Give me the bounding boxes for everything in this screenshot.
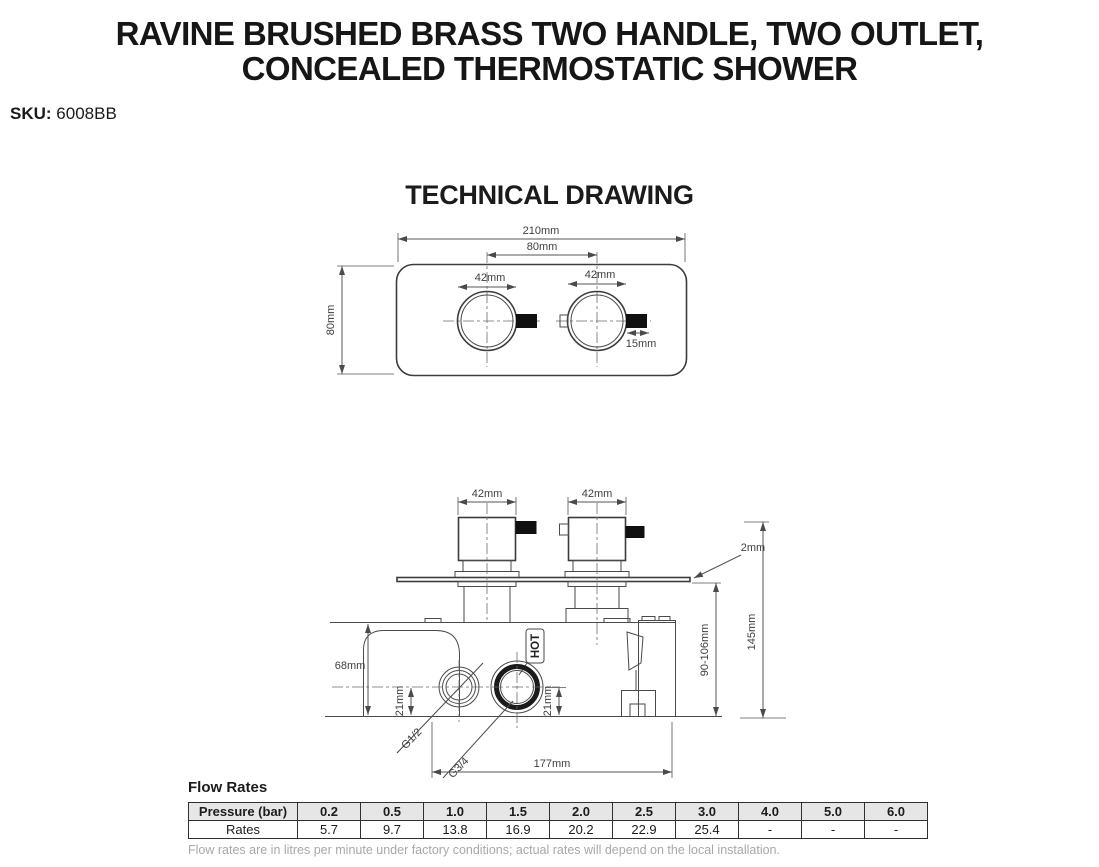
sku-line: SKU: 6008BB: [10, 104, 1099, 124]
table-row: Pressure (bar) 0.2 0.5 1.0 1.5 2.0 2.5 3…: [188, 802, 928, 821]
table-cell: 13.8: [423, 820, 487, 839]
table-header-cell: 5.0: [801, 802, 865, 821]
dim-body-width: 177mm: [534, 758, 571, 770]
side-view: HOT 42mm 42mm 2mm: [325, 488, 786, 781]
table-cell: -: [864, 820, 928, 839]
front-plate: [395, 263, 688, 377]
dim-inlet-offset: 21mm: [394, 686, 406, 717]
side-right-lever: [625, 526, 645, 538]
table-cell: 25.4: [675, 820, 739, 839]
dim-overall-width: 210mm: [523, 225, 560, 237]
dim-side-right-knob: 42mm: [582, 488, 613, 500]
dim-side-left-knob: 42mm: [472, 488, 503, 500]
flow-rates-heading: Flow Rates: [188, 779, 268, 796]
dim-left-handle-dia: 42mm: [475, 272, 506, 284]
mount-tab: [641, 616, 656, 621]
flow-rates-table: Pressure (bar) 0.2 0.5 1.0 1.5 2.0 2.5 3…: [188, 802, 928, 839]
dim-plate-thickness: 2mm: [741, 542, 765, 554]
table-header-cell: Pressure (bar): [188, 802, 298, 821]
table-header-cell: 1.5: [486, 802, 550, 821]
product-title: RAVINE BRUSHED BRASS TWO HANDLE, TWO OUT…: [115, 15, 984, 88]
hot-tag-box: [525, 628, 545, 664]
technical-drawing-heading: TECHNICAL DRAWING: [405, 180, 694, 210]
leader-line: [693, 554, 742, 579]
dim-right-handle-dia: 42mm: [585, 269, 616, 281]
table-cell: -: [801, 820, 865, 839]
mount-tab: [658, 616, 671, 621]
dim-handle-centres: 80mm: [527, 241, 558, 253]
label-outlet-thread: G3/4: [446, 755, 471, 780]
flow-rates-section: Flow Rates Pressure (bar) 0.2 0.5 1.0 1.…: [188, 779, 928, 857]
hot-label: HOT: [530, 634, 542, 658]
inlet-housing: [363, 630, 460, 717]
table-cell: -: [738, 820, 802, 839]
table-cell: 16.9: [486, 820, 550, 839]
right-handle-clip: [559, 314, 569, 328]
leader-line: [396, 662, 484, 754]
table-cell: 22.9: [612, 820, 676, 839]
left-handle-inner: [460, 294, 514, 348]
sku-label: SKU:: [10, 103, 52, 123]
dim-concealed-depth: 90-106mm: [699, 624, 711, 677]
dim-outlet-offset: 21mm: [542, 686, 554, 717]
leader-line: [442, 700, 514, 779]
table-header-cell: 0.5: [360, 802, 424, 821]
dim-body-height: 68mm: [335, 660, 366, 672]
table-header-cell: 2.0: [549, 802, 613, 821]
left-lever: [516, 314, 537, 328]
mount-tab: [424, 618, 442, 623]
right-knob-clip: [559, 523, 569, 536]
dim-plate-height: 80mm: [325, 305, 337, 336]
table-cell: 20.2: [549, 820, 613, 839]
technical-drawing-canvas: 210mm 80mm 42mm 42mm 80mm 15mm: [325, 225, 786, 781]
table-header-cell: 3.0: [675, 802, 739, 821]
table-row: Rates 5.7 9.7 13.8 16.9 20.2 22.9 25.4 -…: [188, 820, 928, 839]
right-lever: [626, 314, 647, 328]
table-cell: Rates: [188, 820, 298, 839]
side-left-lever: [515, 521, 537, 534]
table-header-cell: 2.5: [612, 802, 676, 821]
dim-overall-height: 145mm: [746, 614, 758, 651]
table-header-cell: 0.2: [297, 802, 361, 821]
wall-plate: [396, 576, 691, 583]
table-cell: 9.7: [360, 820, 424, 839]
table-header-cell: 4.0: [738, 802, 802, 821]
flow-rates-note: Flow rates are in litres per minute unde…: [188, 843, 780, 857]
diverter-foot: [621, 690, 656, 717]
table-cell: 5.7: [297, 820, 361, 839]
mount-tab: [603, 618, 631, 623]
label-inlet-thread: G1/2: [399, 726, 424, 751]
table-header-cell: 1.0: [423, 802, 487, 821]
table-header-cell: 6.0: [864, 802, 928, 821]
right-handle-inner: [570, 294, 624, 348]
diverter-foot-notch: [629, 703, 646, 717]
dim-lever-length: 15mm: [626, 338, 657, 350]
front-view: 210mm 80mm 42mm 42mm 80mm 15mm: [325, 225, 688, 377]
diverter-flag: [626, 631, 644, 671]
diverter-housing: [638, 620, 676, 717]
sku-value: 6008BB: [56, 103, 117, 123]
